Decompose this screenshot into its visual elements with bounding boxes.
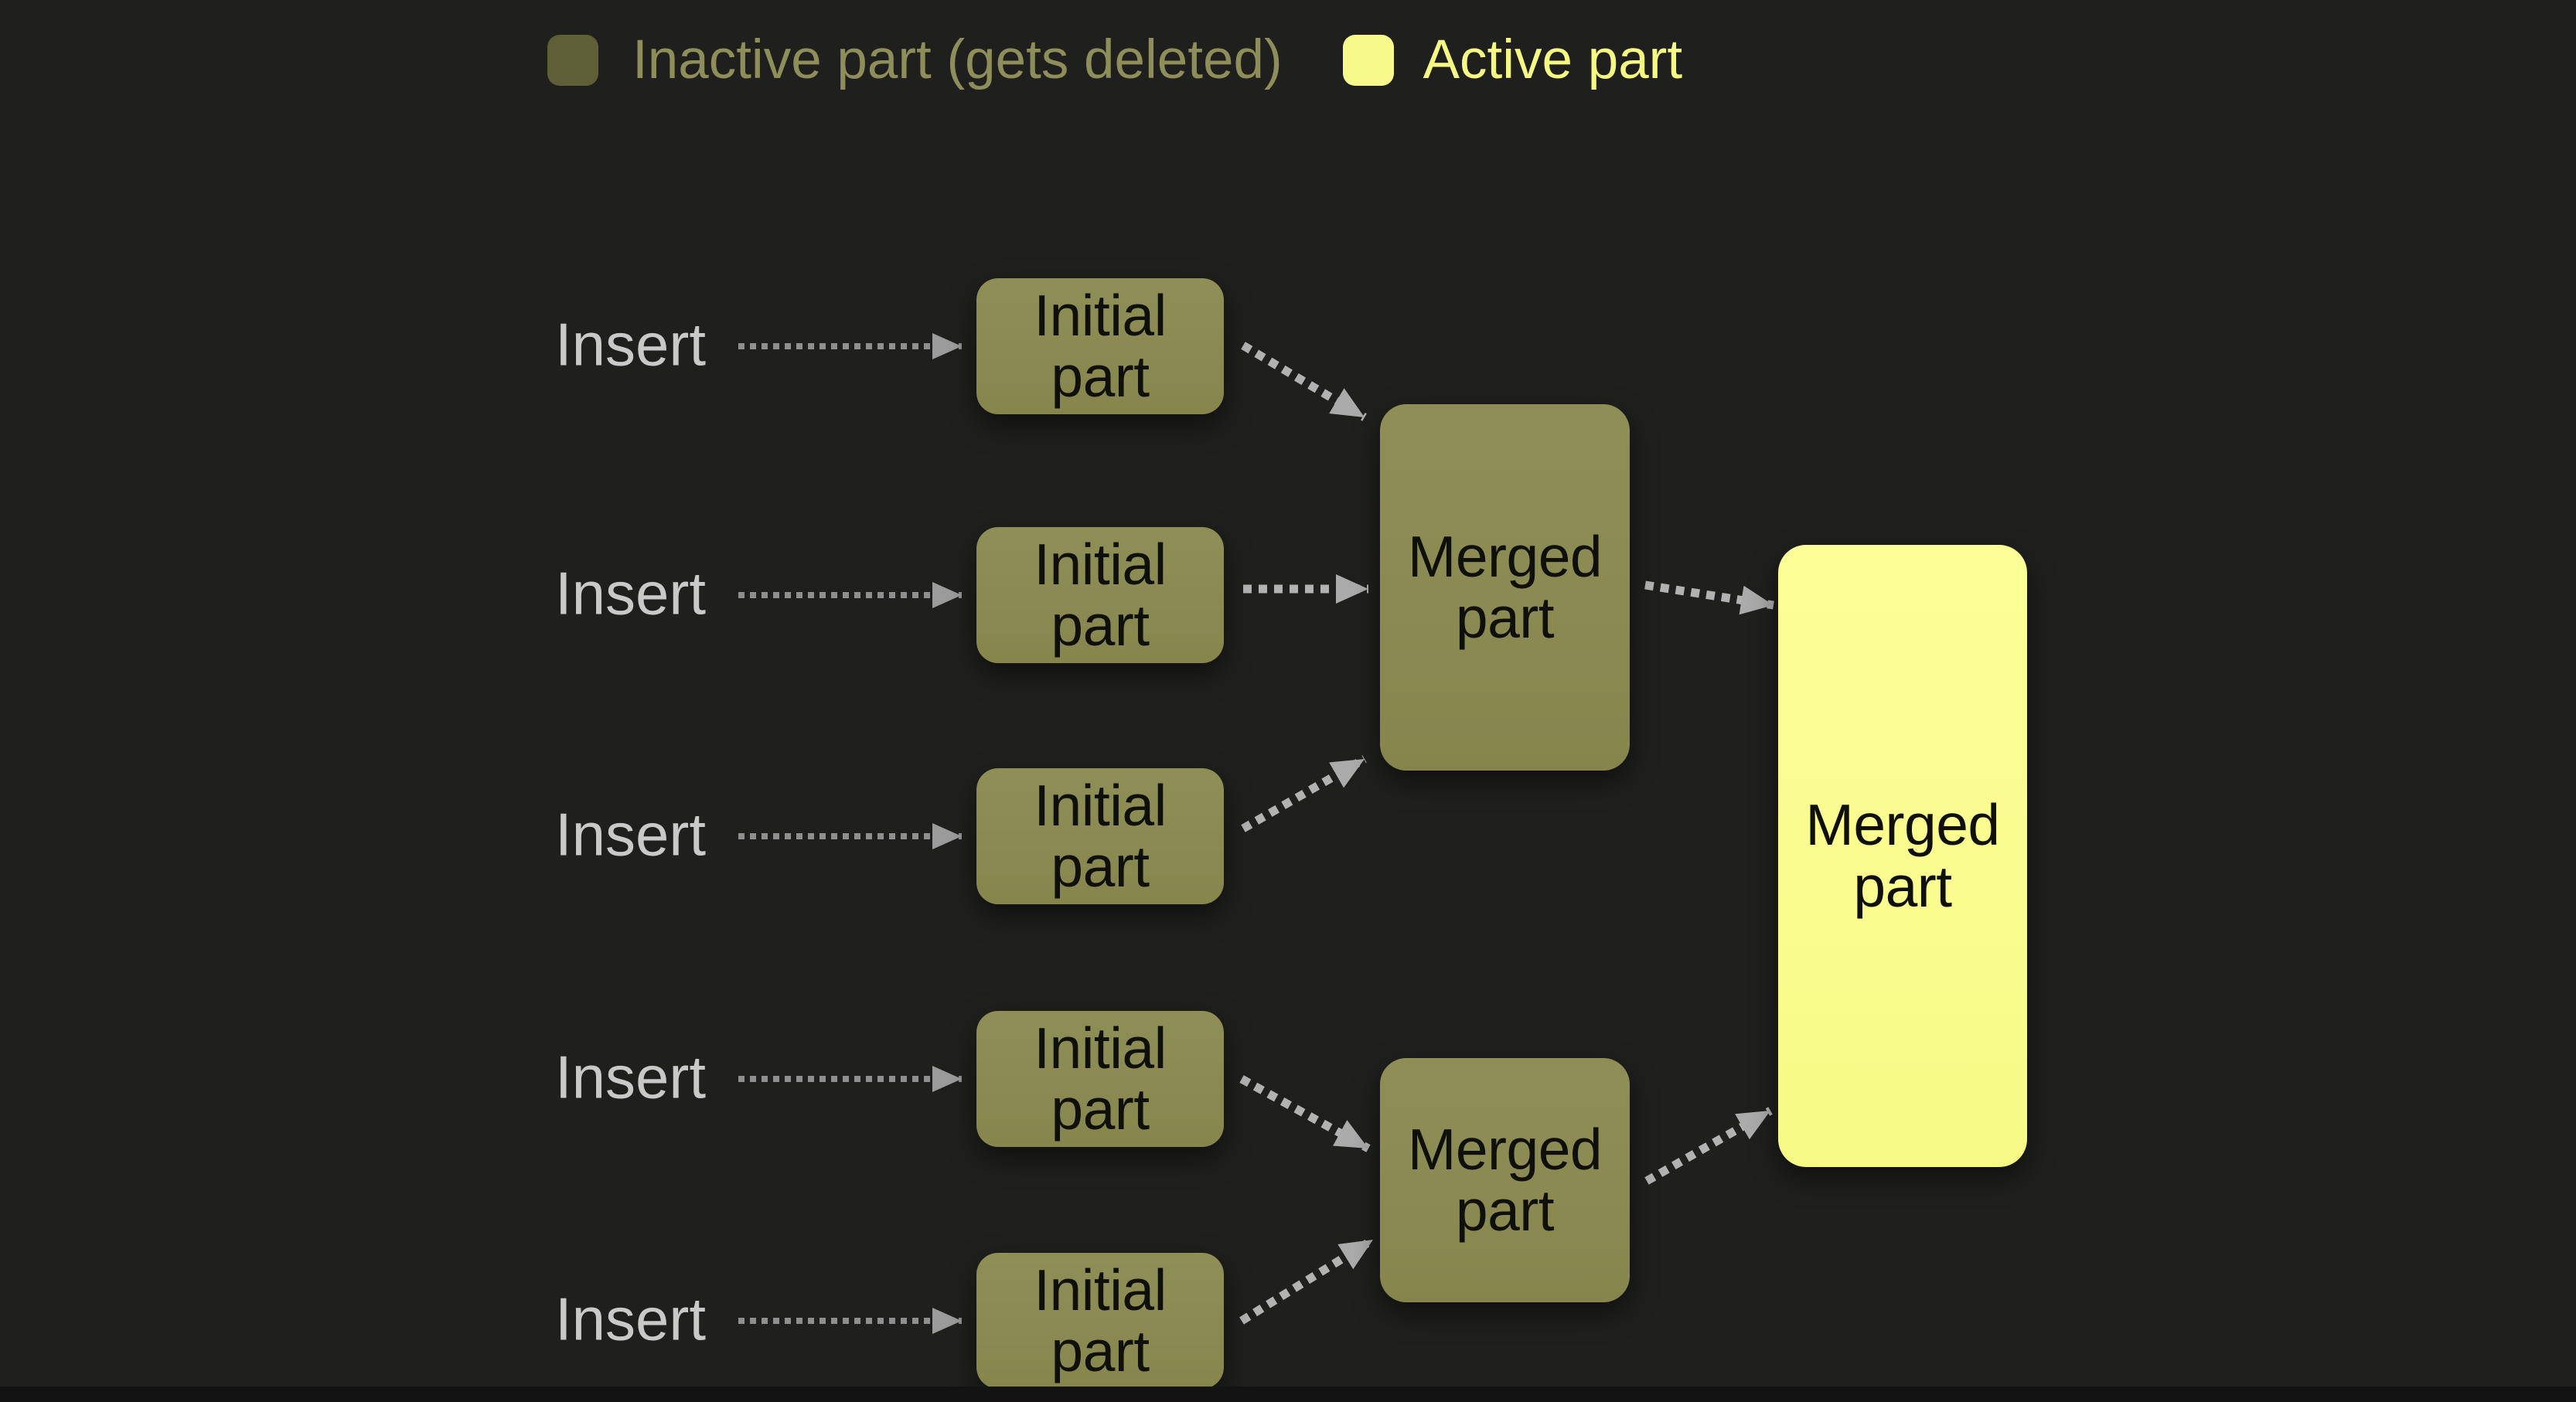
- insert-label-3: Insert: [555, 800, 707, 869]
- legend-label-active-part: Active part: [1423, 29, 1683, 90]
- node-initial-3: Initial part: [976, 768, 1224, 904]
- legend-swatch-inactive-part: [547, 35, 598, 86]
- node-merged-2: Merged part: [1380, 1058, 1630, 1302]
- bottom-strip: [0, 1387, 2576, 1402]
- node-merged-final: Merged part: [1778, 545, 2027, 1167]
- insert-label-4: Insert: [555, 1043, 707, 1111]
- insert-label-1: Insert: [555, 310, 707, 379]
- arrow-merged-1-to-merged-final: [1644, 580, 1774, 615]
- arrow-merged-2-to-merged-final: [1644, 1107, 1773, 1185]
- legend: Inactive part (gets deleted) Active part: [547, 31, 1682, 90]
- insert-label-2: Insert: [555, 559, 707, 628]
- arrow-initial-3-to-merged-1: [1241, 755, 1367, 832]
- arrow-initial-1-to-merged-1: [1241, 342, 1367, 421]
- insert-label-5: Insert: [555, 1285, 707, 1353]
- node-initial-1: Initial part: [976, 278, 1224, 414]
- arrow-initial-4-to-merged-2: [1239, 1075, 1371, 1152]
- arrow-initial-5-to-merged-2: [1239, 1236, 1375, 1325]
- node-initial-5: Initial part: [976, 1253, 1224, 1389]
- node-merged-1: Merged part: [1380, 404, 1630, 771]
- legend-swatch-active-part: [1342, 35, 1394, 86]
- node-initial-2: Initial part: [976, 527, 1224, 663]
- node-initial-4: Initial part: [976, 1011, 1224, 1147]
- legend-label-inactive-part: Inactive part (gets deleted): [632, 29, 1283, 90]
